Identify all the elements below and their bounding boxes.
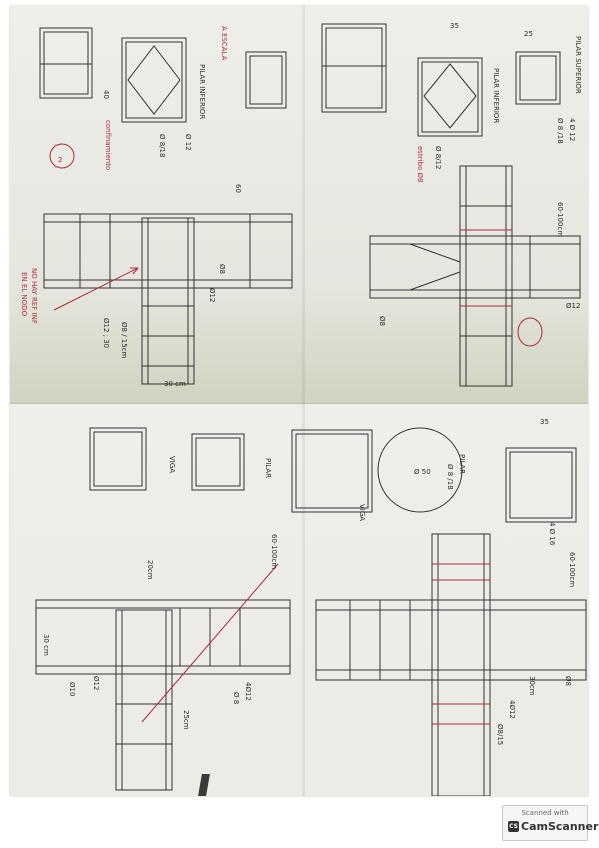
sheet-fold — [302, 6, 305, 404]
label-q10-bl: Ø10 — [68, 682, 76, 696]
label-estribo: estribo Ø8 — [416, 146, 424, 182]
badge-caption: Scanned with — [521, 809, 569, 817]
bottom-drawing-sheet: VIGA PILAR 30 cm 20cm 60·100cm Ø 8 4Ø12 … — [10, 404, 588, 796]
label-pilar-inferior-right: PILAR INFERIOR — [492, 68, 500, 123]
column-elevation-bottom-right — [431, 533, 491, 796]
red-diagonal-line — [141, 563, 279, 723]
label-no-hay-ref: NO HAY REF INF — [30, 268, 38, 324]
beam-elevation-right — [369, 235, 581, 299]
section-pilar-bottom-left — [191, 433, 245, 491]
label-q8-15-br: Ø8/15 — [496, 724, 504, 745]
beam-elevation-bottom-right — [315, 599, 587, 681]
label-q8-r: Ø8 — [378, 316, 386, 326]
section-viga-bottom-left — [89, 427, 147, 491]
label-dim-60-br: 60·100cm — [568, 552, 576, 587]
section-pilar-bottom-right — [505, 447, 577, 523]
label-viga-br: VIGA — [358, 504, 366, 521]
label-dim-60-bl: 60·100cm — [270, 534, 278, 569]
column-elevation-left — [141, 217, 195, 385]
label-viga-bottom-left: VIGA — [168, 456, 176, 473]
sheet-fold — [302, 404, 305, 796]
section-viga-top-right — [321, 23, 387, 113]
label-dim-20: 20cm — [146, 560, 154, 580]
badge-brand: CamScanner — [521, 820, 599, 833]
label-pilar-bottom-right: PILAR — [458, 454, 466, 474]
section-viga-top-left — [39, 27, 93, 99]
label-dim-30-bl: 30 cm — [42, 634, 50, 656]
label-q12-r: Ø12 — [566, 302, 580, 310]
label-q8-br: Ø8 — [564, 676, 572, 686]
label-pilar-bottom-left: PILAR — [264, 458, 272, 478]
label-q8-bl: Ø 8 — [232, 692, 240, 704]
beam-elevation-left — [43, 213, 293, 289]
label-q8-12: Ø 8/12 — [434, 146, 442, 169]
column-elevation-right — [459, 165, 513, 387]
label-q12-bl: 4Ø12 — [244, 682, 252, 701]
circle-mark-right — [517, 317, 543, 347]
label-dim-25-bl: 25cm — [182, 710, 190, 730]
label-pilar-inferior-left: PILAR INFERIOR — [198, 64, 206, 119]
label-a-escala: A ESCALA — [220, 26, 228, 61]
label-pilar-superior-right: PILAR SUPERIOR — [574, 36, 582, 94]
section-pilar-inferior-right — [417, 57, 483, 137]
section-pilar-inferior-left — [121, 37, 187, 123]
label-q12-b: Ø12 — [208, 288, 216, 302]
section-pilar-superior-right — [515, 51, 561, 105]
label-dim-25: 25 — [524, 30, 533, 38]
top-drawing-sheet: PILAR INFERIOR A ESCALA 2 NO HAY REF INF… — [10, 6, 588, 404]
label-dim-30: 30 cm — [164, 380, 186, 388]
camscanner-badge: Scanned with CS CamScanner — [502, 805, 598, 841]
section-large-bottom-left — [291, 429, 373, 513]
label-q12-br: 4Ø12 — [508, 700, 516, 719]
label-q12-right: 4 Ø 12 — [568, 118, 576, 141]
camscanner-logo-icon: CS — [508, 821, 519, 832]
label-q8-18-left: Ø 8/18 — [158, 134, 166, 157]
section-pilar-small-left — [245, 51, 287, 109]
label-q50: Ø 50 — [414, 468, 431, 476]
label-mark-2: 2 — [58, 156, 62, 164]
circle-mark-2 — [49, 143, 75, 169]
label-dim-35: 35 — [450, 22, 459, 30]
beam-elevation-bottom-left — [35, 599, 291, 675]
label-q8-18-br: Ø 8 /18 — [446, 464, 454, 490]
label-dim-30-br: 30cm — [528, 676, 536, 696]
label-dim-35-br: 35 — [540, 418, 549, 426]
label-confinamiento: confinamiento — [104, 120, 112, 170]
label-dim-60: 60 — [234, 184, 242, 193]
label-dim-40: 40 — [102, 90, 110, 99]
label-q8: Ø8 — [218, 264, 226, 274]
top-sheet-drawing: PILAR INFERIOR A ESCALA 2 NO HAY REF INF… — [20, 22, 582, 388]
label-q8-15: Ø8 / 15cm — [120, 322, 128, 359]
label-en-el-nodo: EN EL NODO — [20, 272, 28, 317]
red-arrow-left — [53, 267, 139, 311]
column-elevation-bottom-left — [115, 609, 173, 791]
label-q12-left: Ø 12 — [184, 134, 192, 151]
label-q8-16-br: 4 Ø 16 — [548, 522, 556, 546]
label-q8-18-right: Ø 8 /18 — [556, 118, 564, 144]
label-q12-c: Ø12 ; 30 — [102, 318, 110, 348]
section-circular-pilar — [377, 427, 463, 513]
label-q12b-bl: Ø12 — [92, 676, 100, 690]
bottom-sheet-drawing: VIGA PILAR 30 cm 20cm 60·100cm Ø 8 4Ø12 … — [35, 418, 587, 796]
label-dim-60-right: 60·100cm — [556, 202, 564, 237]
